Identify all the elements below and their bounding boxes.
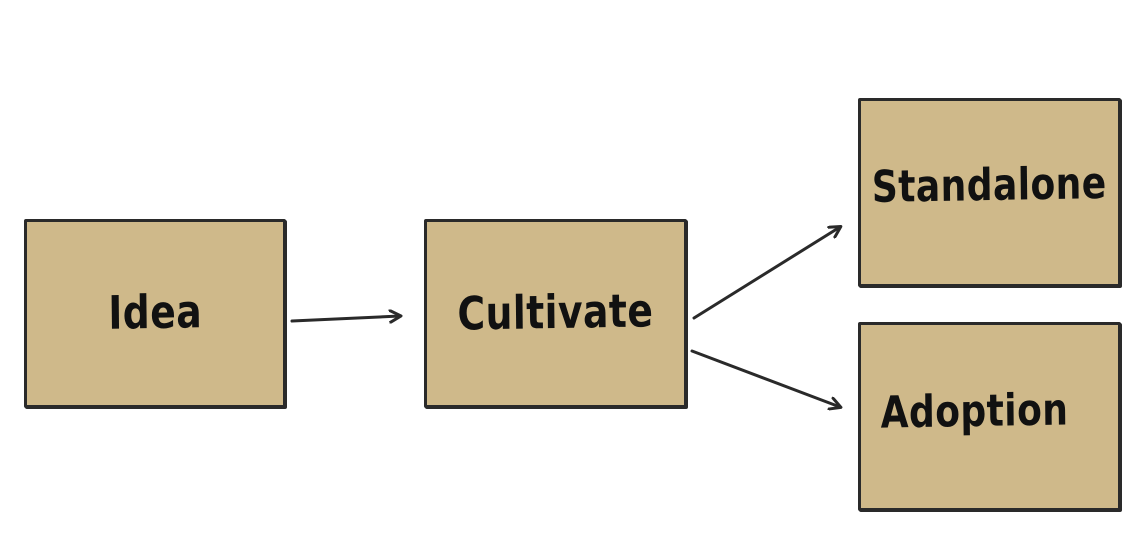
node-adoption: Adoption <box>858 322 1121 511</box>
arrow-cultivate-to-standalone <box>692 227 840 320</box>
node-cultivate: Cultivate <box>424 219 687 408</box>
arrow-idea-to-cultivate <box>290 316 400 321</box>
node-standalone: Standalone <box>858 98 1121 287</box>
node-idea: Idea <box>24 219 286 408</box>
node-idea-label: Idea <box>107 283 203 340</box>
node-adoption-label: Adoption <box>880 384 1069 439</box>
arrow-cultivate-to-adoption <box>690 349 840 407</box>
node-standalone-label: Standalone <box>871 158 1108 213</box>
node-cultivate-label: Cultivate <box>457 282 654 341</box>
